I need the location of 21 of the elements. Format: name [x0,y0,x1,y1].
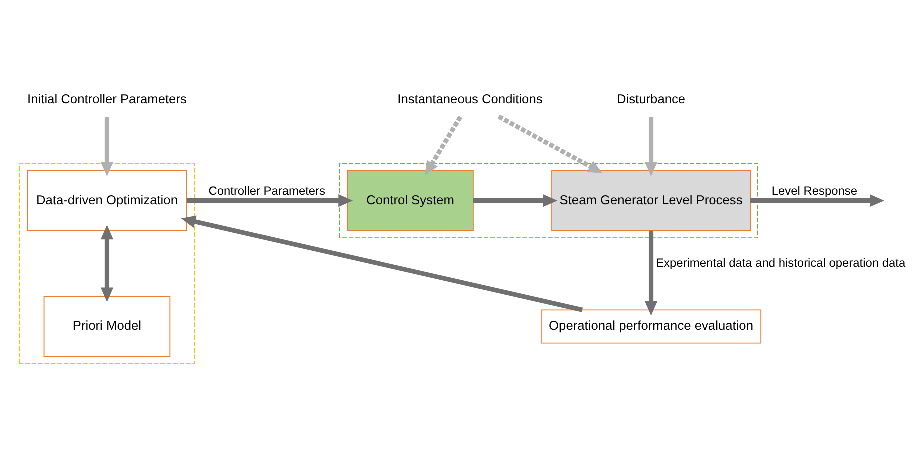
node-text: Initial Controller Parameters [28,91,187,106]
edge-label: Level Response [772,183,858,198]
arrow [750,194,884,207]
arrow [100,116,114,176]
arrow [644,230,658,316]
arrow [425,115,463,176]
node-text: Disturbance [616,91,686,106]
arrow [100,224,114,302]
arrow [498,114,603,174]
edge-label: Experimental data and historical operation data [656,255,906,270]
arrow [181,215,584,312]
node-box: Data-driven Optimization [27,170,188,231]
node-box: Control System [347,170,474,231]
node-box: Operational performance evaluation [541,309,762,344]
node-text: Instantaneous Conditions [398,91,543,106]
arrow [474,194,558,207]
node-box: Priori Model [44,296,171,357]
arrow [644,116,658,176]
edge-label: Controller Parameters [208,183,326,198]
node-box: Steam Generator Level Process [552,170,751,231]
arrow [186,194,354,207]
